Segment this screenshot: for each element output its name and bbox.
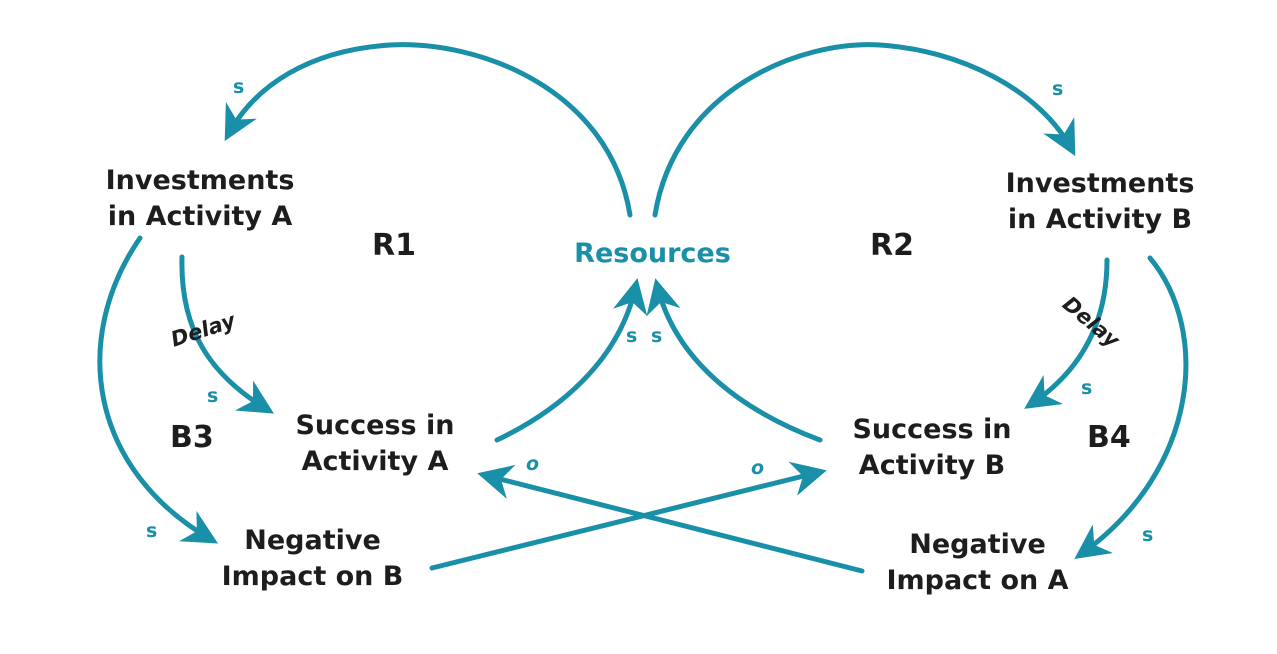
node-investments-a-line1: Investments [105,165,295,196]
polarity-res-to-inv-b: s [1052,78,1064,100]
polarity-inv-b-to-succ-b: s [1081,377,1093,399]
arrow-success-a-to-resources [494,278,648,443]
node-negative-impact-a-line2: Impact on A [886,565,1069,596]
node-success-b-line2: Activity B [858,450,1006,481]
loop-label-b3: B3 [170,420,214,455]
arrow-investments-b-to-success-b [1024,257,1110,409]
polarity-succ-b-to-res: s [651,325,663,347]
arrow-success-b-to-resources [646,278,823,443]
loop-label-r2: R2 [870,228,914,263]
node-investments-b-line2: in Activity B [1007,204,1193,235]
polarity-res-to-inv-a: s [233,76,245,98]
node-investments-a: Investments in Activity A [90,163,310,235]
node-investments-a-line2: in Activity A [107,201,293,232]
node-resources: Resources [574,238,731,269]
arrow-resources-to-investments-b [652,42,1076,218]
node-negative-impact-b-line2: Impact on B [221,561,404,592]
polarity-neg-b-to-succ-b: o [751,457,765,479]
node-success-a-line2: Activity A [301,446,449,477]
node-investments-b-line1: Investments [1005,168,1195,199]
arrow-investments-a-to-negative-b [97,235,219,544]
polarity-inv-a-to-succ-a: s [207,385,219,407]
arrow-resources-to-investments-a [224,42,633,218]
node-negative-impact-b-line1: Negative [244,525,381,556]
node-success-b-line1: Success in [852,414,1012,445]
polarity-inv-a-to-neg-b: s [146,520,158,542]
node-success-a: Success in Activity A [275,408,475,480]
loop-label-b4: B4 [1087,420,1131,455]
loop-label-r1: R1 [372,228,416,263]
arrow-negative-b-to-success-b [429,461,827,571]
polarity-neg-a-to-succ-a: o [526,453,540,475]
node-investments-b: Investments in Activity B [990,166,1210,238]
node-success-a-line1: Success in [295,410,455,441]
node-negative-impact-a-line1: Negative [909,529,1046,560]
polarity-inv-b-to-neg-a: s [1142,524,1154,546]
arrow-negative-a-to-success-a [477,464,865,574]
polarity-succ-a-to-res: s [626,325,638,347]
arrow-investments-b-to-negative-a [1074,255,1189,560]
arrow-investments-a-to-success-a [179,254,274,414]
node-negative-impact-a: Negative Impact on A [885,527,1070,599]
node-success-b: Success in Activity B [832,412,1032,484]
node-negative-impact-b: Negative Impact on B [220,523,405,595]
